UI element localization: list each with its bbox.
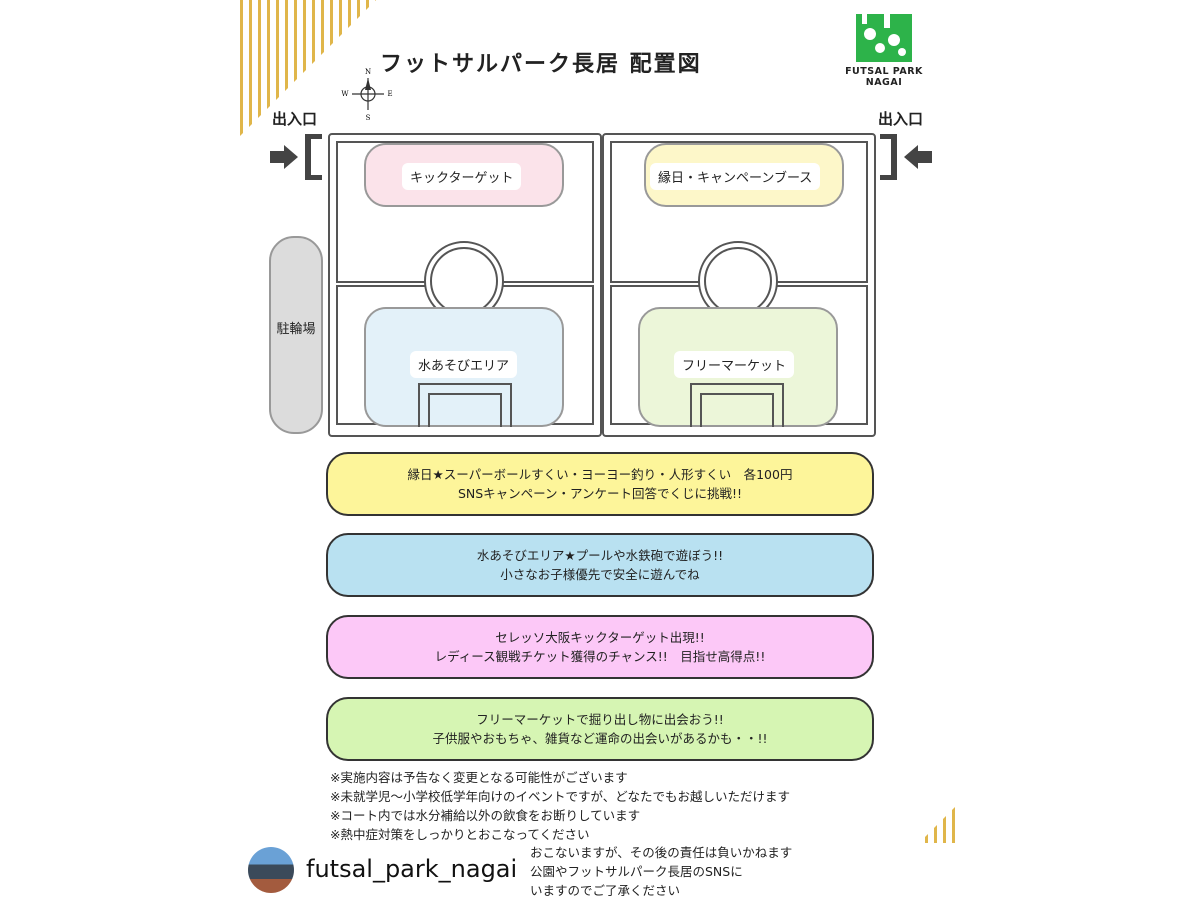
compass-icon: N E S W (341, 68, 392, 122)
svg-text:W: W (341, 90, 349, 98)
svg-text:N: N (365, 68, 371, 76)
page-title: フットサルパーク長居 配置図 (380, 52, 702, 77)
entrance-left-arrow-icon (270, 134, 322, 180)
goal-area (418, 383, 512, 427)
kick-target-label: キックターゲット (402, 163, 522, 190)
info-line: フリーマーケットで掘り出し物に出会おう!! (476, 712, 724, 727)
ennichi-campaign-label: 縁日・キャンペーンブース (650, 163, 821, 190)
info-box-kick-target: セレッソ大阪キックターゲット出現!! レディース観戦チケット獲得のチャンス!! … (326, 615, 874, 679)
info-box-flea-market: フリーマーケットで掘り出し物に出会おう!! 子供服やおもちゃ、雑貨など運命の出会… (326, 697, 874, 761)
logo-text: FUTSAL PARK NAGAI (845, 66, 923, 88)
info-line: SNSキャンペーン・アンケート回答でくじに挑戦!! (457, 486, 743, 501)
info-line: 縁日★スーパーボールすくい・ヨーヨー釣り・人形すくい 各100円 (407, 467, 793, 482)
footer-text: おこないますが、その後の責任は負いかねます 公園やフットサルパーク長居のSNSに… (530, 845, 793, 898)
account-handle[interactable]: futsal_park_nagai (306, 855, 518, 883)
info-box-ennichi: 縁日★スーパーボールすくい・ヨーヨー釣り・人形すくい 各100円 SNSキャンペ… (326, 452, 874, 516)
entrance-left-label: 出入口 (272, 110, 318, 128)
flea-market-label: フリーマーケット (674, 351, 795, 378)
instagram-footer: futsal_park_nagai おこないますが、その後の責任は負いかねます … (244, 843, 960, 900)
info-line: レディース観戦チケット獲得のチャンス!! 目指せ高得点!! (434, 649, 766, 664)
info-box-water-play: 水あそびエリア★プールや水鉄砲で遊ぼう!! 小さなお子様優先で安全に遊んでね (326, 533, 874, 597)
pitch-right: 縁日・キャンペーンブース フリーマーケット (602, 133, 876, 437)
water-play-label: 水あそびエリア (410, 351, 518, 378)
pitch-left: キックターゲット 水あそびエリア (328, 133, 602, 437)
bike-parking-label: 駐輪場 (276, 322, 316, 337)
svg-text:S: S (366, 114, 371, 122)
goal-box (700, 393, 774, 427)
futsal-park-logo-icon (856, 14, 912, 62)
notes-list: ※実施内容は予告なく変更となる可能性がございます ※未就学児～小学校低学年向けの… (330, 768, 790, 844)
goal-box (428, 393, 502, 427)
avatar[interactable] (248, 847, 294, 893)
info-line: 小さなお子様優先で安全に遊んでね (500, 567, 700, 582)
entrance-right-label: 出入口 (878, 110, 924, 128)
entrance-right-arrow-icon (880, 134, 932, 180)
bike-parking-area (269, 236, 323, 434)
goal-area (690, 383, 784, 427)
info-line: セレッソ大阪キックターゲット出現!! (495, 630, 705, 645)
note-item: ※未就学児～小学校低学年向けのイベントですが、どなたでもお越しいただけます (330, 789, 790, 804)
note-item: ※熱中症対策をしっかりとおこなってください (330, 827, 590, 842)
info-line: 水あそびエリア★プールや水鉄砲で遊ぼう!! (476, 548, 724, 563)
note-item: ※実施内容は予告なく変更となる可能性がございます (330, 770, 628, 785)
svg-text:E: E (387, 90, 392, 98)
info-line: 子供服やおもちゃ、雑貨など運命の出会いがあるかも・・!! (432, 731, 768, 746)
water-play-zone (364, 307, 564, 427)
note-item: ※コート内では水分補給以外の飲食をお断りしています (330, 808, 641, 823)
